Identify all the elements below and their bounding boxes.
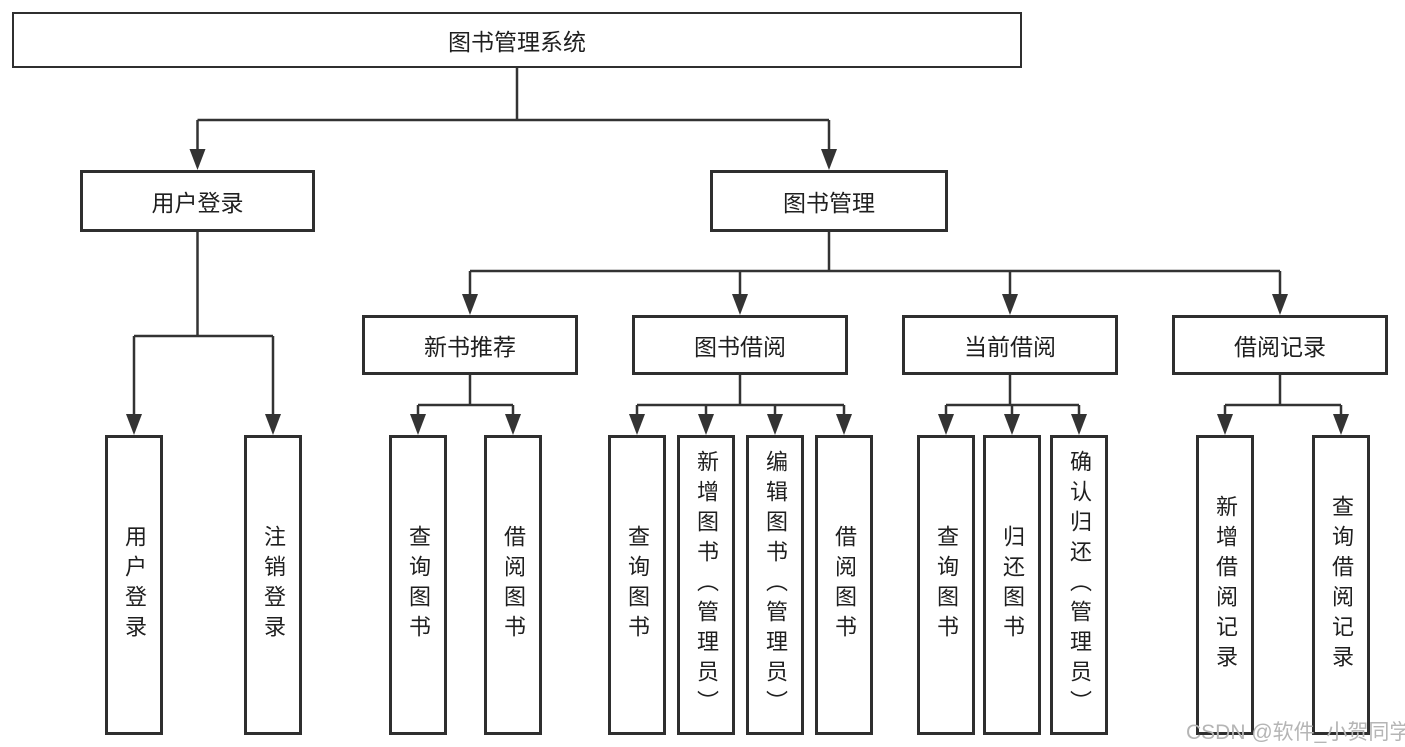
node-book-borrowing: 图书借阅 [632, 315, 848, 375]
node-book-management: 图书管理 [710, 170, 948, 232]
leaf-label: 查询图书 [934, 525, 959, 645]
csdn-watermark: CSDN @软件_小贺同学 [1186, 721, 1405, 744]
leaf-label: 注销登录 [261, 525, 286, 645]
node-label: 新书推荐 [424, 334, 516, 360]
leaf-label: 编辑图书（管理员） [763, 450, 788, 720]
leaf-label: 查询图书 [625, 525, 650, 645]
leaf-label: 查询借阅记录 [1329, 495, 1354, 675]
leaf-label: 确认归还（管理员） [1067, 450, 1092, 720]
leaf-add-book-admin: 新增图书（管理员） [677, 435, 735, 735]
leaf-label: 归还图书 [1000, 525, 1025, 645]
leaf-query-books-borrowing: 查询图书 [608, 435, 666, 735]
node-label: 图书管理 [783, 190, 875, 216]
leaf-user-login: 用户登录 [105, 435, 163, 735]
leaf-label: 用户登录 [122, 525, 147, 645]
leaf-return-books: 归还图书 [983, 435, 1041, 735]
leaf-borrow-books-borrowing: 借阅图书 [815, 435, 873, 735]
leaf-label: 新增借阅记录 [1213, 495, 1238, 675]
node-label: 用户登录 [151, 190, 244, 216]
leaf-label: 借阅图书 [832, 525, 857, 645]
leaf-logout: 注销登录 [244, 435, 302, 735]
node-label: 图书借阅 [694, 334, 786, 360]
leaf-label: 借阅图书 [501, 525, 526, 645]
leaf-borrow-books-recommend: 借阅图书 [484, 435, 542, 735]
node-label: 当前借阅 [964, 334, 1056, 360]
leaf-add-borrow-record: 新增借阅记录 [1196, 435, 1254, 735]
node-borrowing-records: 借阅记录 [1172, 315, 1388, 375]
node-current-borrowing: 当前借阅 [902, 315, 1118, 375]
leaf-confirm-return-admin: 确认归还（管理员） [1050, 435, 1108, 735]
node-library-management-system: 图书管理系统 [12, 12, 1022, 68]
leaf-edit-book-admin: 编辑图书（管理员） [746, 435, 804, 735]
leaf-label: 查询图书 [406, 525, 431, 645]
leaf-query-books-recommend: 查询图书 [389, 435, 447, 735]
node-label: 借阅记录 [1234, 334, 1326, 360]
node-new-book-recommendation: 新书推荐 [362, 315, 578, 375]
node-label: 图书管理系统 [448, 29, 586, 55]
leaf-query-books-current: 查询图书 [917, 435, 975, 735]
leaf-label: 新增图书（管理员） [694, 450, 719, 720]
node-user-login-branch: 用户登录 [80, 170, 315, 232]
leaf-query-borrow-record: 查询借阅记录 [1312, 435, 1370, 735]
